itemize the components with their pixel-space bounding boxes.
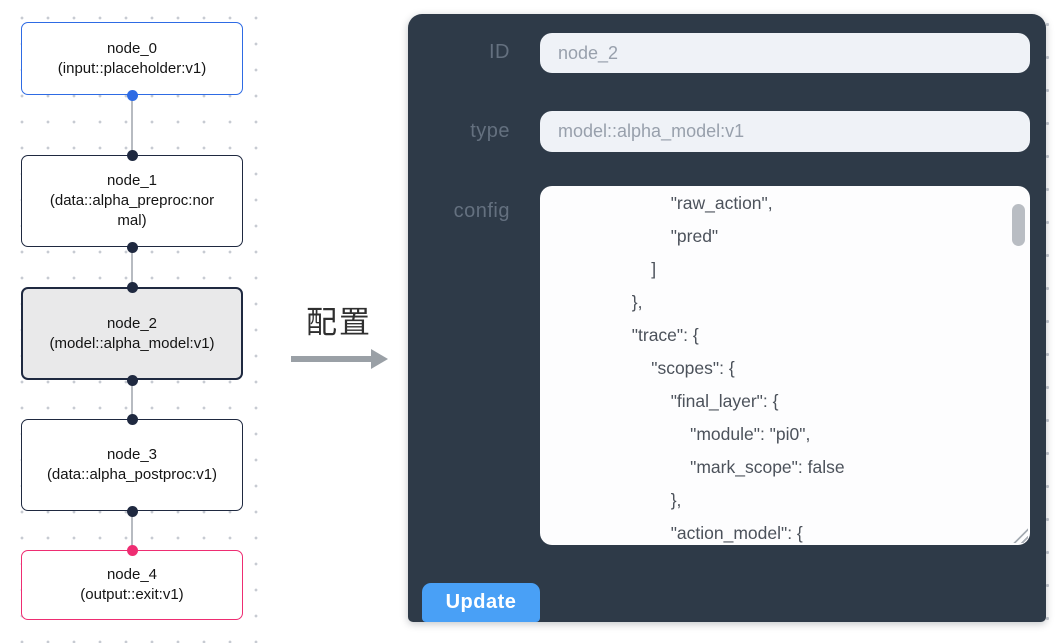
graph-node-node1[interactable]: node_1 (data::alpha_preproc:normal) [21, 155, 243, 247]
edge-node1-node2 [131, 247, 133, 287]
right-arrow-icon [283, 349, 395, 369]
graph-node-node0[interactable]: node_0 (input::placeholder:v1) [21, 22, 243, 95]
node2-input-handle[interactable] [127, 282, 138, 293]
id-field-label: ID [489, 41, 510, 63]
graph-node-node2-selected[interactable]: node_2 (model::alpha_model:v1) [21, 287, 243, 380]
graph-canvas[interactable]: node_0 (input::placeholder:v1) node_1 (d… [0, 0, 272, 643]
type-field-input[interactable] [540, 111, 1030, 152]
configure-label: 配置 [306, 305, 372, 340]
update-button[interactable]: Update [422, 583, 540, 622]
config-textarea[interactable]: "raw_action", "pred" ] }, "trace": { "sc… [540, 186, 1030, 545]
edge-node0-node1 [131, 95, 133, 155]
node-title: node_3 [106, 446, 158, 463]
node4-input-handle[interactable] [127, 545, 138, 556]
type-field-label: type [470, 120, 510, 142]
config-json-text[interactable]: "raw_action", "pred" ] }, "trace": { "sc… [631, 193, 845, 543]
node3-input-handle[interactable] [127, 414, 138, 425]
node-title: node_1 [106, 172, 158, 189]
edge-node3-node4 [131, 511, 133, 550]
configure-annotation: 配置 [283, 297, 395, 369]
node-subtitle: (data::alpha_postproc:v1) [46, 466, 218, 483]
node3-output-handle[interactable] [127, 506, 138, 517]
config-scrollbar-thumb[interactable] [1012, 204, 1025, 246]
node-subtitle: (data::alpha_preproc:normal) [49, 192, 215, 229]
node-subtitle: (input::placeholder:v1) [57, 59, 207, 77]
id-field-input[interactable] [540, 33, 1030, 73]
node0-output-handle[interactable] [127, 90, 138, 101]
node-subtitle: (model::alpha_model:v1) [49, 334, 215, 352]
node1-input-handle[interactable] [127, 150, 138, 161]
node-inspector-panel: ID type config "raw_action", "pred" ] },… [408, 14, 1046, 622]
node-title: node_0 [106, 39, 158, 57]
node-title: node_4 [106, 566, 158, 583]
node-title: node_2 [106, 314, 158, 332]
node-subtitle: (output::exit:v1) [80, 586, 184, 603]
graph-node-node4[interactable]: node_4 (output::exit:v1) [21, 550, 243, 620]
node2-output-handle[interactable] [127, 375, 138, 386]
node1-output-handle[interactable] [127, 242, 138, 253]
config-field-label: config [453, 200, 510, 222]
edge-node2-node3 [131, 380, 133, 419]
graph-node-node3[interactable]: node_3 (data::alpha_postproc:v1) [21, 419, 243, 511]
